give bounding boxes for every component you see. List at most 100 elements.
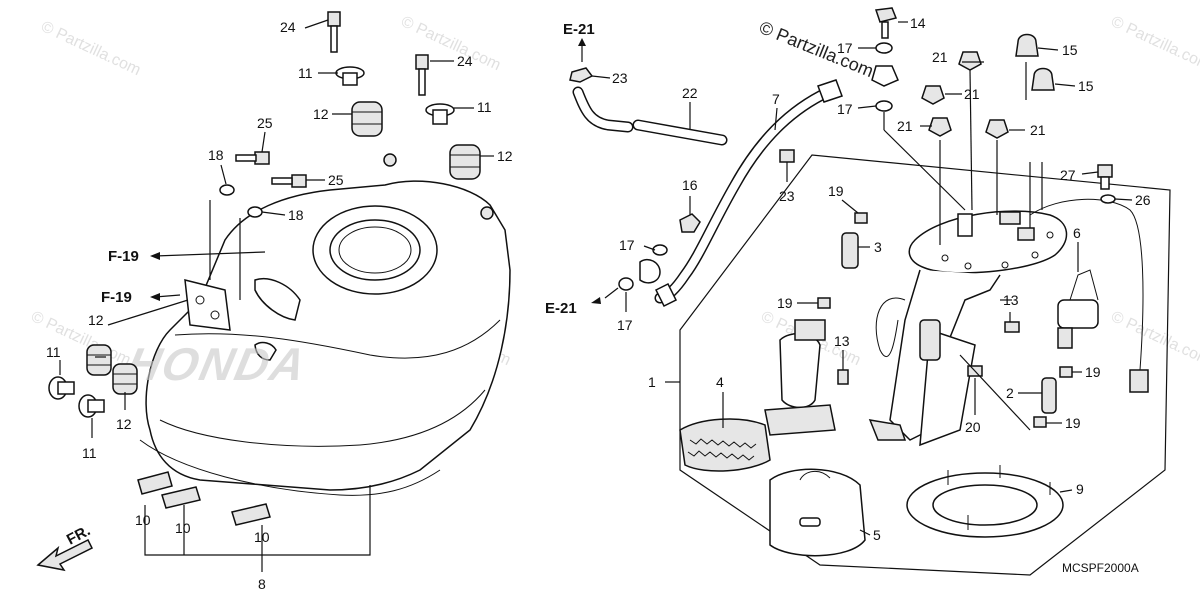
pump-strainer-plate: [764, 404, 836, 436]
bolt-shank: [235, 154, 257, 162]
ref-e21-bottom[interactable]: E-21: [545, 300, 577, 317]
callout-20[interactable]: 20: [965, 419, 981, 435]
ref-e21-top[interactable]: E-21: [563, 21, 595, 38]
honda-logo-watermark: HONDA: [122, 338, 312, 389]
callout-5[interactable]: 5: [873, 527, 881, 543]
filler-neck: [254, 278, 301, 321]
pump-connector: [794, 319, 826, 341]
pressure-regulator: [919, 319, 941, 361]
nut-21: [921, 85, 945, 105]
callout-17[interactable]: 17: [837, 101, 853, 117]
callout-7[interactable]: 7: [772, 91, 780, 107]
callout-24[interactable]: 24: [280, 19, 296, 35]
setting-plate-inner: [932, 484, 1038, 526]
bolt-head: [254, 151, 270, 165]
callout-10[interactable]: 10: [135, 512, 151, 528]
hose-clamp: [779, 149, 795, 163]
connector-housing: [1017, 227, 1035, 241]
arrow-left-icon: [591, 297, 601, 304]
screw: [837, 369, 849, 385]
callout-12[interactable]: 12: [116, 416, 132, 432]
bolt-shank: [271, 177, 293, 185]
washer: [875, 42, 893, 54]
callout-27[interactable]: 27: [1060, 167, 1076, 183]
rubber-grommet: [112, 363, 138, 395]
callout-4[interactable]: 4: [716, 374, 724, 390]
callout-19[interactable]: 19: [828, 183, 844, 199]
mount-hole: [383, 153, 397, 167]
callout-17[interactable]: 17: [837, 40, 853, 56]
bolt-head: [1097, 164, 1113, 178]
bolt-head: [415, 54, 429, 70]
watermark-tile: © Partzilla.com: [38, 18, 143, 79]
watermark-tile: © Partzilla.com: [1108, 308, 1200, 369]
callout-15[interactable]: 15: [1078, 78, 1094, 94]
callout-12[interactable]: 12: [88, 312, 104, 328]
watermark-tile: © Partzilla.com: [1108, 13, 1200, 74]
callout-12[interactable]: 12: [313, 106, 329, 122]
callout-6[interactable]: 6: [1073, 225, 1081, 241]
callout-11[interactable]: 11: [46, 344, 61, 360]
callout-19[interactable]: 19: [1085, 364, 1101, 380]
callout-1[interactable]: 1: [648, 374, 656, 390]
callout-23[interactable]: 23: [612, 70, 628, 86]
tank-contour: [174, 319, 501, 359]
callout-22[interactable]: 22: [682, 85, 698, 101]
hose-fitting: [817, 79, 843, 103]
center-leaders: [578, 38, 788, 312]
connector-housing: [999, 211, 1021, 225]
callout-15[interactable]: 15: [1062, 42, 1078, 58]
callout-21[interactable]: 21: [897, 118, 913, 134]
rubber-pad: [137, 471, 173, 495]
callout-11[interactable]: 11: [82, 445, 97, 461]
callout-25[interactable]: 25: [257, 115, 273, 131]
nut-21: [928, 117, 952, 137]
callout-21[interactable]: 21: [964, 86, 980, 102]
callout-19[interactable]: 19: [1065, 415, 1081, 431]
hex-nut: [679, 213, 701, 233]
diagram-code: MCSPF2000A: [1062, 561, 1139, 575]
arrow-left-icon: [150, 252, 160, 260]
nut-21: [958, 51, 982, 71]
callout-13[interactable]: 13: [1003, 292, 1019, 308]
clip: [1033, 416, 1047, 428]
ref-f19-lower[interactable]: F-19: [101, 289, 132, 306]
callout-25[interactable]: 25: [328, 172, 344, 188]
callout-19[interactable]: 19: [777, 295, 793, 311]
bolt-shank: [330, 25, 338, 53]
ref-f19-upper[interactable]: F-19: [108, 248, 139, 265]
front-direction: FR.: [36, 522, 93, 572]
callout-11[interactable]: 11: [298, 65, 313, 81]
callout-3[interactable]: 3: [874, 239, 882, 255]
callout-24[interactable]: 24: [457, 53, 473, 69]
callout-16[interactable]: 16: [682, 177, 698, 193]
callout-17[interactable]: 17: [617, 317, 633, 333]
callout-11[interactable]: 11: [477, 99, 492, 115]
callout-9[interactable]: 9: [1076, 481, 1084, 497]
washer: [247, 206, 263, 218]
washer: [219, 184, 235, 196]
callout-10[interactable]: 10: [254, 529, 270, 545]
callout-18[interactable]: 18: [288, 207, 304, 223]
pump-assy-frame: [679, 154, 1171, 576]
callout-17[interactable]: 17: [619, 237, 635, 253]
callout-14[interactable]: 14: [910, 15, 926, 31]
collar-body: [432, 109, 448, 125]
callout-18[interactable]: 18: [208, 147, 224, 163]
rubber-grommet: [449, 144, 481, 180]
callout-21[interactable]: 21: [1030, 122, 1046, 138]
callout-13[interactable]: 13: [834, 333, 850, 349]
callout-10[interactable]: 10: [175, 520, 191, 536]
callout-12[interactable]: 12: [497, 148, 513, 164]
callout-26[interactable]: 26: [1135, 192, 1151, 208]
callout-23[interactable]: 23: [779, 188, 795, 204]
callout-8[interactable]: 8: [258, 576, 266, 592]
fuel-pump-assembly: [679, 164, 1149, 557]
top-hardware: [871, 7, 1055, 139]
cap-nut-15: [1031, 67, 1055, 91]
fuel-pump-motor: [779, 333, 821, 409]
wiring-harness: [875, 297, 906, 358]
callout-21[interactable]: 21: [932, 49, 948, 65]
callout-2[interactable]: 2: [1006, 385, 1014, 401]
